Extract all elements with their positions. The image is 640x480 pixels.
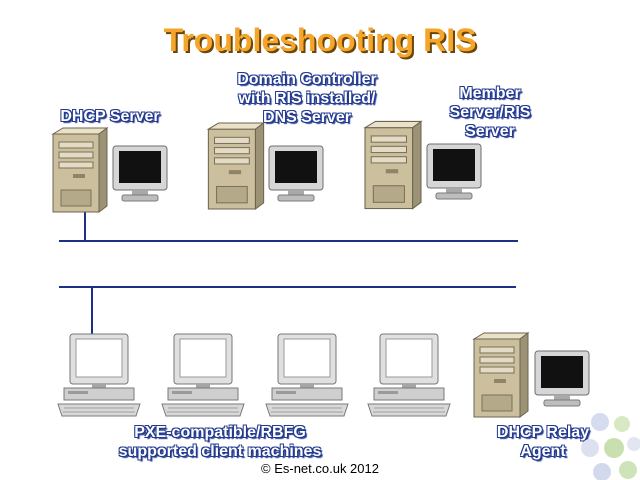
- server-tower-icon: [363, 120, 423, 210]
- slide-title: Troubleshooting RIS: [163, 22, 477, 58]
- copyright-notice: © Es-net.co.uk 2012: [261, 461, 379, 476]
- label-dhcp-server: DHCP Server: [48, 107, 172, 126]
- desktop-computer-icon: [367, 333, 451, 417]
- desktop-computer-icon: [57, 333, 141, 417]
- network-segment-lower: [59, 286, 516, 288]
- label-line: with RIS installed/: [238, 90, 376, 107]
- label-line: Domain Controller: [237, 71, 377, 88]
- crt-monitor-icon: [112, 145, 168, 202]
- label-clients: PXE-compatible/RBFG supported client mac…: [90, 423, 350, 461]
- connector-dhcp-server: [84, 210, 86, 241]
- decorative-bubble: [627, 437, 640, 451]
- crt-monitor-icon: [426, 143, 482, 200]
- label-line: DNS Server: [262, 109, 352, 126]
- network-segment-upper: [59, 240, 518, 242]
- decorative-bubble: [614, 416, 630, 432]
- label-line: Agent: [520, 443, 566, 460]
- desktop-computer-icon: [161, 333, 245, 417]
- label-line: Server: [465, 123, 515, 140]
- label-line: supported client machines: [118, 443, 322, 460]
- decorative-bubbles: [581, 413, 640, 480]
- decorative-bubble: [604, 438, 624, 458]
- label-line: Server/RIS: [449, 104, 531, 121]
- label-dhcp-server-text: DHCP Server: [60, 108, 160, 125]
- server-tower-icon: [51, 127, 109, 213]
- decorative-bubble: [581, 439, 599, 457]
- decorative-bubble: [619, 461, 637, 479]
- label-member-server: Member Server/RIS Server: [430, 84, 550, 141]
- label-line: PXE-compatible/RBFG: [134, 424, 306, 441]
- label-line: DHCP Relay: [496, 424, 590, 441]
- label-domain-controller: Domain Controller with RIS installed/ DN…: [212, 70, 402, 127]
- decorative-bubble: [593, 463, 611, 480]
- server-tower-icon: [206, 121, 266, 211]
- crt-monitor-icon: [534, 350, 590, 407]
- connector-client-1: [91, 287, 93, 335]
- label-line: Member: [459, 85, 521, 102]
- crt-monitor-icon: [268, 145, 324, 202]
- server-tower-icon: [472, 332, 530, 418]
- decorative-bubble: [591, 413, 609, 431]
- desktop-computer-icon: [265, 333, 349, 417]
- label-relay-agent: DHCP Relay Agent: [478, 423, 608, 461]
